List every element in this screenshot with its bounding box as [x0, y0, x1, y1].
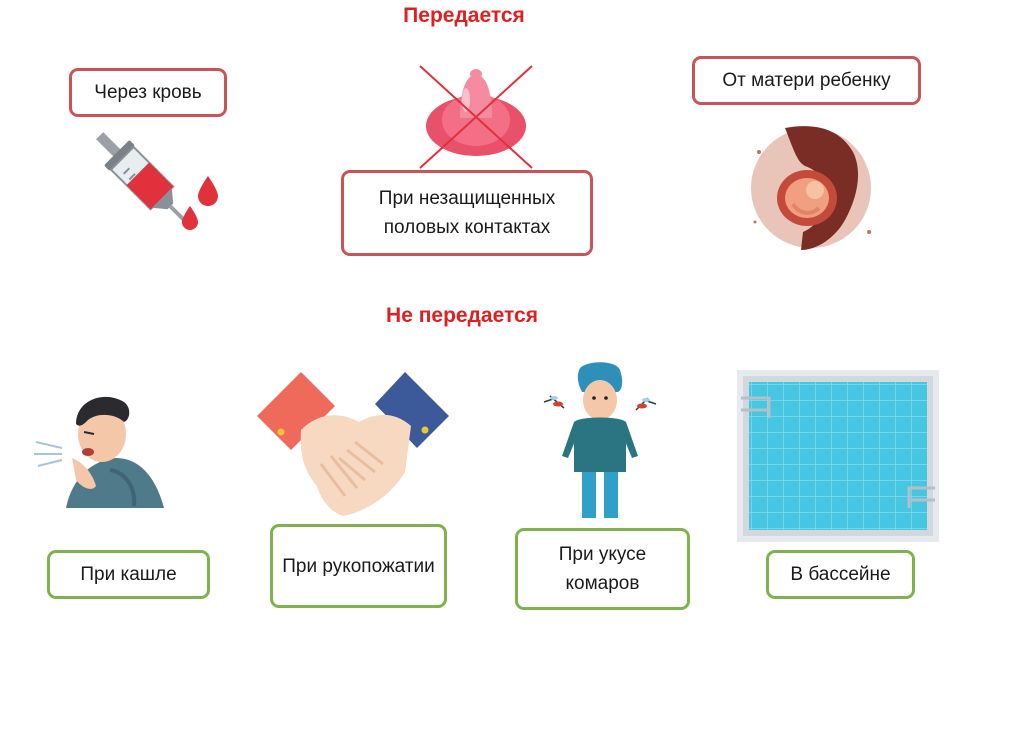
crossed-condom-icon — [412, 60, 540, 172]
label-unprotected-sex: При незащищенных половых контактах — [341, 170, 593, 256]
label-through-blood: Через кровь — [69, 68, 227, 117]
label-mosquito-bite: При укусе комаров — [515, 528, 690, 610]
mosquito-bite-icon — [540, 360, 664, 524]
transmitted-heading: Передается — [403, 4, 525, 27]
coughing-person-icon — [32, 388, 182, 518]
label-mother-to-child: От матери ребенку — [692, 56, 921, 105]
pregnancy-icon — [745, 122, 881, 252]
swimming-pool-icon — [735, 368, 941, 544]
syringe-icon — [90, 118, 230, 243]
handshake-icon — [255, 368, 451, 520]
label-coughing: При кашле — [47, 550, 210, 599]
not-transmitted-heading: Не передается — [386, 304, 538, 327]
label-swimming-pool: В бассейне — [766, 550, 915, 599]
label-handshake: При рукопожатии — [270, 524, 447, 608]
